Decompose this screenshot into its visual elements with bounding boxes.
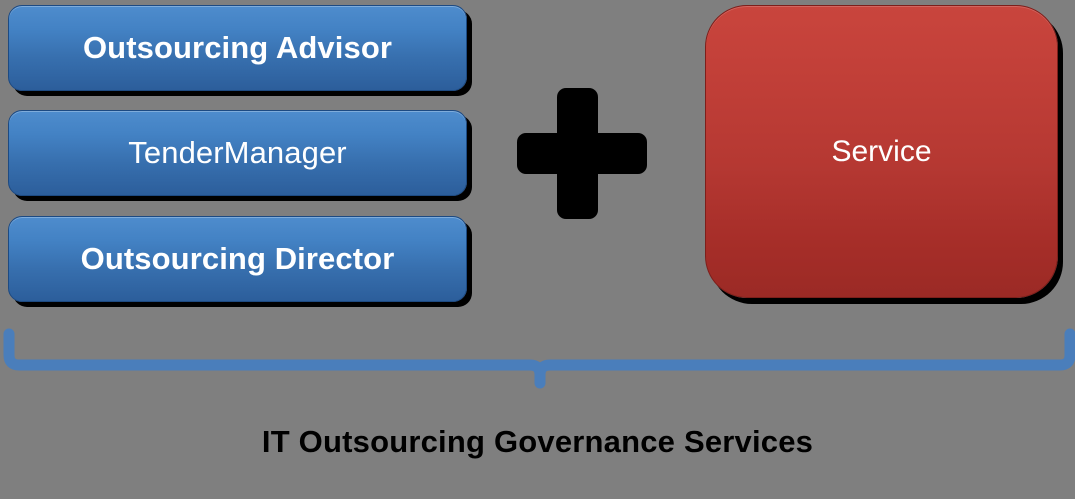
diagram-caption: IT Outsourcing Governance Services xyxy=(261,424,814,459)
role-box-outsourcing-advisor[interactable]: Outsourcing Advisor xyxy=(8,5,467,91)
plus-icon-vertical-bar xyxy=(557,88,598,219)
role-box-label: TenderManager xyxy=(128,134,347,170)
role-box-label: Outsourcing Advisor xyxy=(82,29,393,65)
role-box-tendermanager[interactable]: TenderManager xyxy=(8,110,467,196)
service-box[interactable]: Service xyxy=(705,5,1058,298)
plus-icon-horizontal-bar xyxy=(517,133,647,174)
bracket-path xyxy=(3,328,1075,389)
grouping-bracket-icon xyxy=(3,328,1075,389)
service-box-label: Service xyxy=(831,134,932,168)
role-box-label: Outsourcing Director xyxy=(80,240,395,276)
role-box-outsourcing-director[interactable]: Outsourcing Director xyxy=(8,216,467,302)
plus-icon xyxy=(517,88,647,219)
